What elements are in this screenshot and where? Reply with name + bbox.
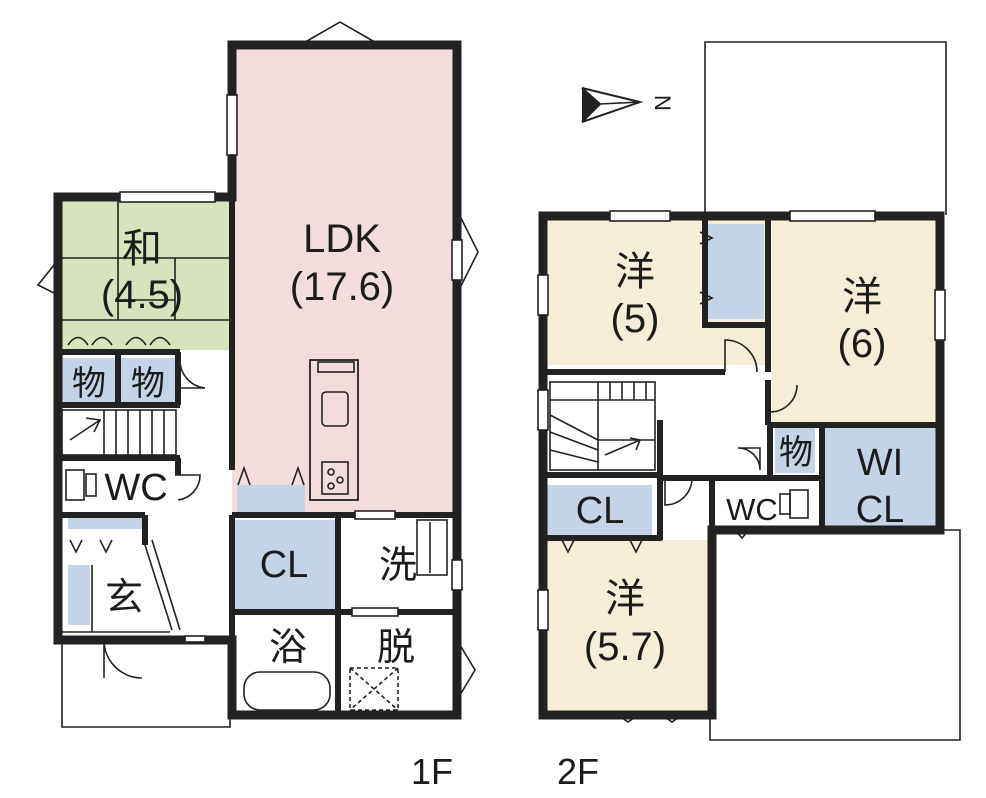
floor-1-label: 1F [411,751,453,792]
west57-window-west [537,589,549,631]
ldk-window-east [451,239,463,281]
wc2f-window [734,529,750,540]
storage-2f-label: 物 [779,434,813,472]
stair-window-west [537,389,549,431]
sink-icon [321,391,349,427]
kitchen-counter [309,359,359,501]
front-door-sill [184,635,206,643]
dressing-label: 脱 [377,627,415,669]
west6-window-east [934,289,946,341]
room-west6-name: 洋 [842,275,882,319]
west5-closet-doors [699,231,714,305]
front-door-1f[interactable] [103,639,143,679]
west5-window-west [537,274,549,316]
room-washitsu-fill [62,200,232,350]
storage-door-1f[interactable] [179,359,206,389]
door-wc2f[interactable] [737,447,761,471]
closet-2f-doors [561,539,643,554]
entrance-label: 玄 [105,577,143,619]
bathtub-icon [243,671,331,711]
door-west6[interactable] [769,384,798,413]
room-west6-size: (6) [838,322,887,366]
storage-right-label: 物 [131,365,165,403]
closet-1f-label: CL [260,544,309,586]
storage-left-label: 物 [72,365,106,403]
washitsu-closet-doors [67,336,171,346]
entrance-porch [61,640,231,728]
floor-1: LDK (17.6) 和 (4.5) 物 物 WC 玄 CL 洗 浴 脱 1F [36,21,479,792]
walkin-label: WI [857,442,903,484]
wc-door-1f[interactable] [175,474,201,501]
wash-door-top [354,510,396,520]
dressing-bay-east [456,639,476,701]
walkin-sub-label: CL [856,489,905,531]
entrance-shoebox-fill [68,565,90,625]
room-washitsu-size: (4.5) [101,273,183,317]
compass-letter: N [650,95,675,111]
staircase-2f[interactable] [549,381,656,471]
ldk-bay-east [456,209,479,295]
entrance-details [62,539,181,633]
wash-label: 洗 [379,545,417,587]
wall-west5-closet [702,216,768,328]
dressing-door-top [351,607,399,617]
room-west57-name: 洋 [605,577,645,621]
balcony-north [704,41,947,215]
stove-icon [321,461,349,495]
west5-window-north [609,210,671,222]
room-washitsu-name: 和 [122,227,162,271]
bath-label: 浴 [269,627,307,669]
storage-2f-fill [775,428,815,473]
north-arrow-icon [581,87,644,123]
closet-2f-label: CL [576,490,625,532]
closet-2f-fill [547,485,652,537]
floor-2: N 洋 (5) 洋 (6) 洋 (5.7) CL WC 物 WI CL 2F [537,41,961,792]
walkin-fill [825,428,937,530]
room-west-6-fill [772,220,937,425]
washing-machine-icon [349,667,399,711]
tatami-lines [62,200,232,321]
toilet-2f-icon [779,489,809,519]
washitsu-window-north [119,191,216,203]
balcony-south [709,529,961,741]
storage-right-fill [120,358,176,403]
closet-1f-fill [232,520,336,610]
floor-2-label: 2F [557,751,599,792]
west5-closet-fill [708,224,764,319]
storage-left-fill [62,358,116,403]
toilet-1f-icon [65,469,97,501]
wash-window-east [451,559,463,591]
door-west5[interactable] [724,339,758,373]
ldk-cabinet-fill [237,485,305,515]
room-west5-size: (5) [611,297,660,341]
door-west57[interactable] [664,477,693,506]
room-west-57-fill [547,540,712,712]
ldk-window-west [226,94,238,156]
room-ldk-name: LDK [303,217,381,261]
wc-2f-label: WC [726,492,778,527]
washitsu-bay-west [36,259,59,296]
staircase-1f[interactable] [61,409,177,456]
room-west5-name: 洋 [615,250,655,294]
wash-basin-icon [416,519,448,576]
hall-strip-fill [68,515,144,529]
west57-window-south [617,714,683,723]
wc-1f-label: WC [104,467,167,509]
room-west57-size: (5.7) [584,625,666,669]
ldk-cabinet-doors [237,465,305,486]
room-ldk-size: (17.6) [290,265,395,309]
west6-window-north [789,210,876,222]
ldk-bay-north [299,21,381,46]
